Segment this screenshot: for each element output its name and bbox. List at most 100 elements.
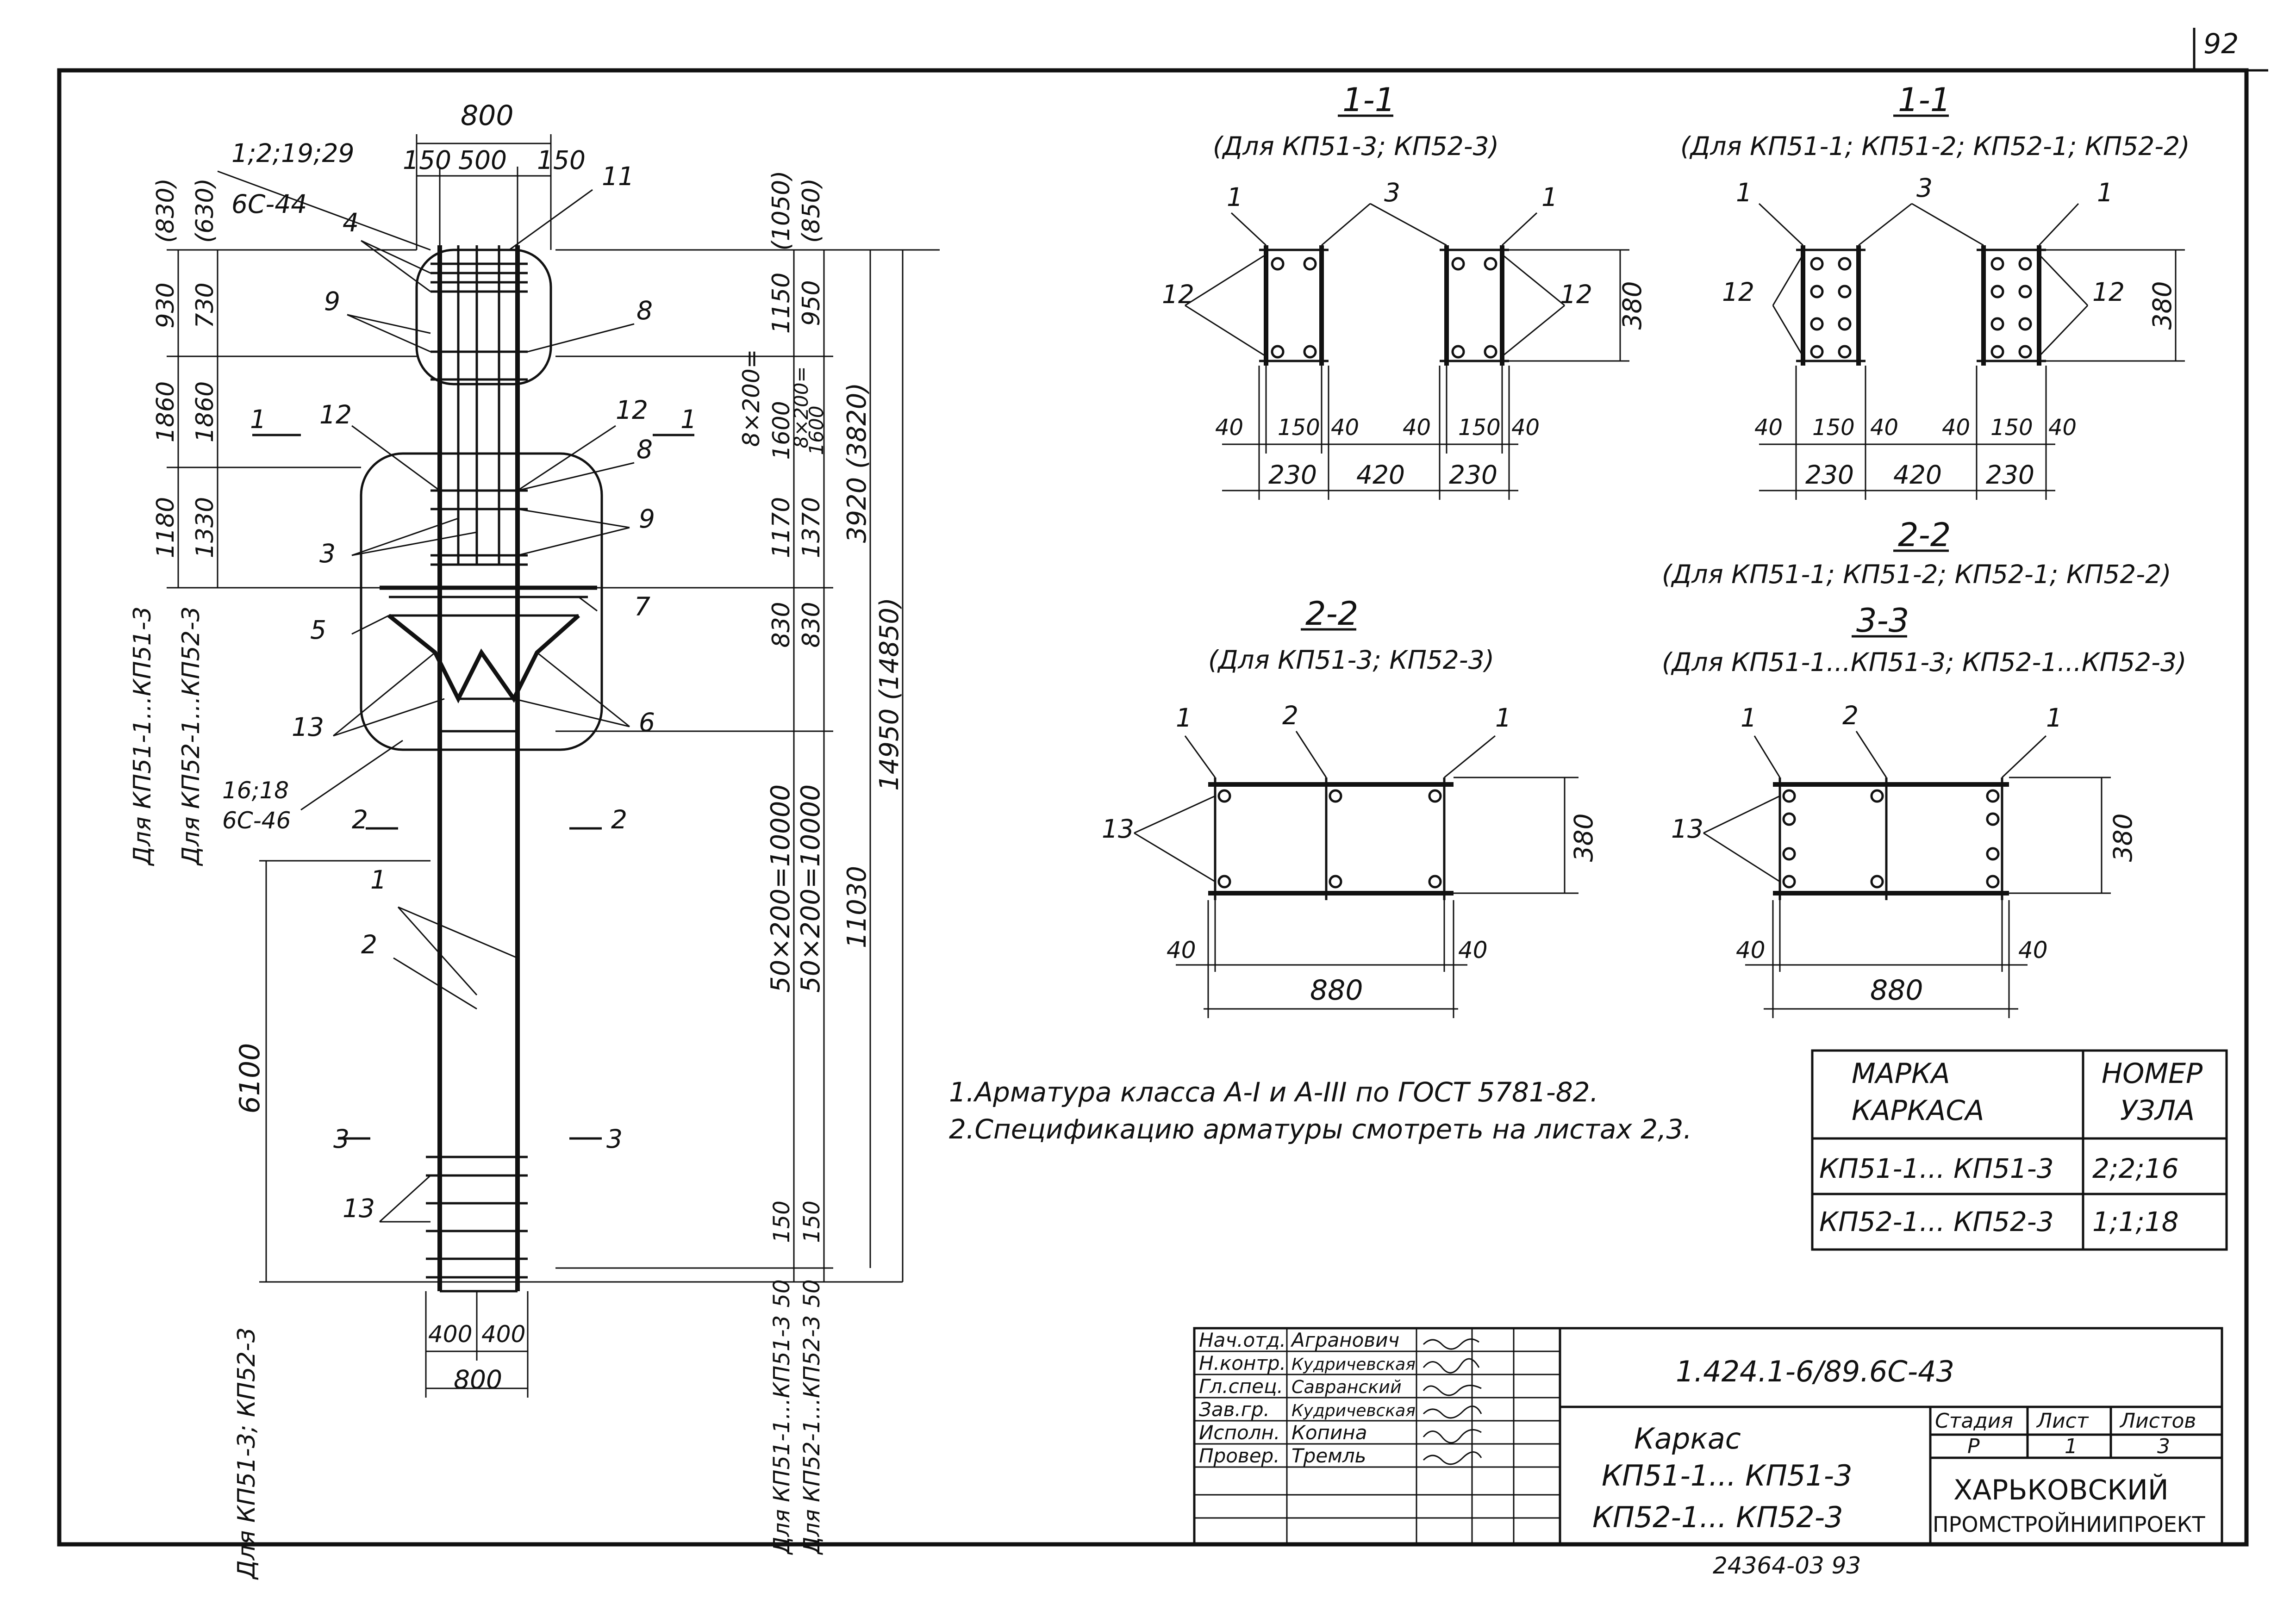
- s11b-dim-40-b: 40: [1870, 415, 1898, 441]
- stamp-name-5: Тремль: [1292, 1444, 1366, 1467]
- s11b-dim-380: 380: [2147, 281, 2177, 330]
- dim-850-paren: (850): [798, 178, 825, 243]
- s33-dim-880: 880: [1870, 974, 1923, 1007]
- dim-6100: 6100: [234, 1043, 266, 1114]
- s11b-dim-150-b: 150: [1990, 415, 2033, 441]
- s11b-dim-40-d: 40: [2048, 415, 2077, 441]
- callout-9-top: 9: [324, 286, 340, 316]
- ref-top: 1;2;19;29: [231, 138, 355, 168]
- dim-800-top: 800: [461, 99, 514, 132]
- s11b-label-1-right: 1: [2097, 178, 2113, 207]
- s11a-dim-150-b: 150: [1458, 415, 1501, 441]
- section-1-1-b-subtitle: (Для КП51-1; КП51-2; КП52-1; КП52-2): [1680, 131, 2190, 161]
- table-header-mark-1: МАРКА: [1852, 1057, 1950, 1090]
- table-row-2-mark: КП52-1... КП52-3: [1819, 1206, 2054, 1237]
- callout-9-mid: 9: [639, 504, 655, 534]
- cut-1-left: 1: [250, 404, 266, 434]
- s22a-dim-40-right: 40: [1458, 937, 1488, 964]
- section-2-2-a-title: 2-2: [1305, 595, 1358, 633]
- section-1-1-a-title: 1-1: [1342, 81, 1395, 119]
- stamp-name-3: Кудричевская: [1292, 1401, 1416, 1420]
- table-header-node-2: УЗЛА: [2120, 1094, 2195, 1127]
- dim-500: 500: [458, 145, 507, 175]
- s11b-label-12-left: 12: [1722, 277, 1754, 307]
- stamp-sheet: 1: [2065, 1435, 2078, 1458]
- s33-dim-40-right: 40: [2018, 937, 2048, 964]
- s22a-label-2: 2: [1282, 701, 1298, 730]
- frame: [57, 28, 2268, 1547]
- dim-1370: 1370: [798, 497, 825, 558]
- s11b-dim-40-a: 40: [1754, 415, 1783, 441]
- stamp-stage: Р: [1967, 1435, 1980, 1458]
- signature-3: [1423, 1405, 1482, 1419]
- s11b-label-3: 3: [1916, 173, 1933, 203]
- bottom-label-kp52: Для КП52-1...КП52-3: [799, 1315, 825, 1555]
- dim-3920: 3920 (3820): [842, 383, 872, 543]
- table-header-mark-2: КАРКАСА: [1852, 1094, 1984, 1127]
- callout-3: 3: [319, 539, 336, 568]
- section-1-1-b-title: 1-1: [1898, 81, 1951, 119]
- dim-8x200-a: 8×200=: [738, 349, 765, 447]
- signature-5: [1423, 1451, 1482, 1465]
- s33-label-1-right: 1: [2046, 703, 2062, 733]
- s11a-dim-40-c: 40: [1403, 415, 1431, 441]
- node-table: МАРКА КАРКАСА НОМЕР УЗЛА КП51-1... КП51-…: [1811, 1049, 2228, 1251]
- s22a-label-1-right: 1: [1495, 703, 1511, 733]
- stamp-sheets: 3: [2157, 1435, 2170, 1458]
- table-header-node-1: НОМЕР: [2102, 1057, 2203, 1090]
- stamp-name-0: Агранович: [1290, 1329, 1399, 1351]
- signature-2: [1423, 1385, 1482, 1396]
- s11a-label-12-left: 12: [1162, 280, 1194, 309]
- dim-11030: 11030: [842, 866, 872, 948]
- table-row-1-mark: КП51-1... КП51-3: [1819, 1153, 2054, 1184]
- note-2: 2.Спецификацию арматуры смотреть на лист…: [949, 1113, 1692, 1145]
- s11a-dim-40-d: 40: [1511, 415, 1540, 441]
- dim-50x200-b: 50×200=10000: [796, 784, 826, 993]
- table-row-2-node: 1;1;18: [2092, 1206, 2179, 1237]
- side-label-kp51: Для КП51-1...КП51-3: [129, 606, 156, 866]
- callout-6: 6: [639, 708, 655, 737]
- s11a-dim-40-b: 40: [1331, 415, 1359, 441]
- s11a-dim-420: 420: [1356, 460, 1405, 490]
- s11b-dim-420: 420: [1893, 460, 1942, 490]
- s11a-dim-150-a: 150: [1278, 415, 1320, 441]
- s22a-dim-380: 380: [1569, 814, 1598, 862]
- dim-1050-paren: (1050): [767, 171, 795, 251]
- s33-label-13: 13: [1671, 814, 1703, 844]
- section-2-2-b-header: 2-2 (Для КП51-1; КП51-2; КП52-1; КП52-2)…: [1662, 516, 2186, 677]
- dim-1150: 1150: [767, 273, 795, 334]
- dim-830-b: 830: [798, 602, 825, 647]
- callout-4: 4: [343, 208, 359, 237]
- dim-400-left: 400: [428, 1321, 472, 1348]
- callout-8-mid: 8: [636, 435, 653, 464]
- s22a-dim-40-left: 40: [1167, 937, 1196, 964]
- s11a-label-12-right: 12: [1560, 280, 1592, 309]
- section-2-2-b-subtitle: (Для КП51-1; КП51-2; КП52-1; КП52-2): [1662, 560, 2171, 589]
- s11a-label-3: 3: [1384, 178, 1400, 207]
- stamp-role-1: Н.контр.: [1199, 1352, 1286, 1374]
- dim-14950: 14950 (14850): [874, 597, 905, 791]
- signature-0: [1423, 1338, 1479, 1350]
- s33-label-2: 2: [1842, 701, 1859, 730]
- dim-1170: 1170: [767, 497, 795, 558]
- stamp-stage-header: Стадия: [1935, 1409, 2013, 1433]
- callout-7: 7: [634, 592, 650, 622]
- dim-50-rb: 50: [799, 1279, 825, 1307]
- note-1: 1.Арматура класса А-I и А-III по ГОСТ 57…: [949, 1076, 1598, 1108]
- side-label-kp52: Для КП52-1...КП52-3: [177, 606, 205, 866]
- dim-1600-a: 1600: [768, 401, 795, 460]
- stamp-title-3: КП52-1... КП52-3: [1592, 1500, 1843, 1534]
- dim-50x200-a: 50×200=10000: [766, 784, 796, 993]
- stamp-role-5: Провер.: [1199, 1444, 1280, 1467]
- callout-1: 1: [370, 865, 387, 895]
- section-1-1-b: 1-1 (Для КП51-1; КП51-2; КП52-1; КП52-2): [1680, 81, 2190, 500]
- stamp-name-4: Копина: [1292, 1421, 1367, 1444]
- signature-4: [1423, 1429, 1482, 1443]
- s33-label-1-left: 1: [1741, 703, 1757, 733]
- s33-dim-380: 380: [2108, 814, 2138, 862]
- elevation-labels: 800 150 500 150 1;2;19;29 6С-44 11 4 9 8…: [129, 99, 905, 1580]
- dim-150-rb: 150: [799, 1200, 825, 1243]
- ref-top-2: 6С-44: [231, 189, 307, 219]
- stamp-org-1: ХАРЬКОВСКИЙ: [1953, 1473, 2169, 1506]
